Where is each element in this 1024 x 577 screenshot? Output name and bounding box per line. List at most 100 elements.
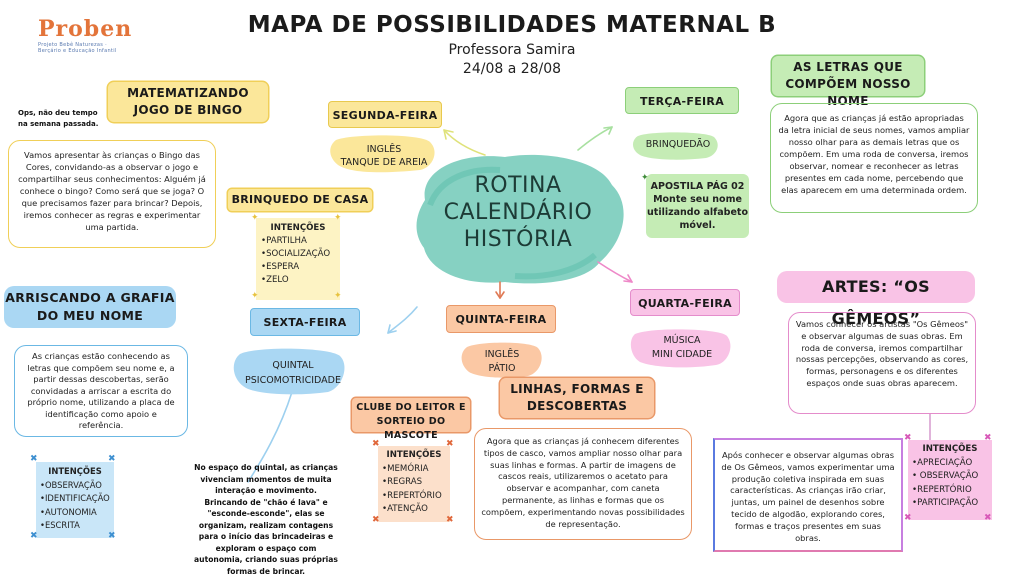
artes-production: Após conhecer e observar algumas obras d… [713, 438, 903, 552]
sparkle-icon: ✦ [251, 291, 259, 301]
sparkle-icon: ✖ [984, 513, 992, 523]
grafia-description: As crianças estão conhecendo as letras q… [14, 345, 188, 437]
artes-title: ARTES: “OS GÊMEOS” [777, 271, 975, 328]
sparkle-icon: ✦ [334, 213, 342, 223]
intention-item: •APRECIAÇÃO [912, 457, 973, 468]
logo-tagline: Projeto Bebê Naturezas · Berçário e Educ… [38, 42, 117, 54]
center-blob [416, 154, 624, 284]
wednesday-activity-line: MÚSICA [663, 335, 701, 346]
letras-title: AS LETRAS QUE COMPÕEM NOSSO NOME [772, 56, 924, 108]
linhas-title-line: LINHAS, FORMAS E [510, 382, 644, 396]
intention-item: •REPERTÓRIO [382, 490, 442, 501]
sparkle-icon: ✖ [108, 531, 116, 541]
friday-activity: QUINTAL PSICOMOTRICIDADE [238, 358, 348, 388]
intention-item: • OBSERVAÇÃO [912, 471, 979, 481]
apostila-line: móvel. [679, 220, 716, 231]
arrow-to-friday [387, 306, 418, 334]
grafia-title: ARRISCANDO A GRAFIA DO MEU NOME [4, 286, 176, 328]
clube-title-line: CLUBE DO LEITOR E [356, 402, 466, 413]
intention-item: •SOCIALIZAÇÃO [261, 249, 331, 259]
letras-title-line: AS LETRAS QUE [793, 60, 903, 74]
clube-title: CLUBE DO LEITOR E SORTEIO DO MASCOTE [352, 398, 470, 441]
quintal-note: No espaço do quintal, as crianças vivenc… [194, 463, 338, 576]
sparkle-icon: ✦ [641, 173, 649, 183]
date-range: 24/08 a 28/08 [462, 61, 562, 77]
intention-item: •REGRAS [382, 477, 423, 487]
thursday-activity-line: PÁTIO [488, 363, 516, 374]
tuesday-label: TERÇA-FEIRA [625, 87, 739, 114]
bingo-note: Ops, não deu tempo na semana passada. [18, 109, 99, 128]
sparkle-icon: ✖ [30, 531, 38, 541]
sparkle-icon: ✖ [446, 439, 454, 449]
intentions-label: INTENÇÕES [48, 466, 102, 476]
intention-item: •ESCRITA [40, 520, 80, 530]
monday-activity: INGLÊS TANQUE DE AREIA [334, 143, 434, 169]
grafia-title-line: ARRISCANDO A GRAFIA [5, 290, 175, 305]
thursday-label: QUINTA-FEIRA [446, 305, 556, 333]
tuesday-blob [632, 132, 718, 160]
intention-item: •PARTICIPAÇÃO [912, 498, 979, 508]
brinquedo-intentions: INTENÇÕES •PARTILHA •SOCIALIZAÇÃO •ESPER… [256, 218, 340, 300]
intentions-label: INTENÇÕES [270, 223, 326, 233]
intention-item: •REPERTÓRIO [912, 484, 972, 495]
monday-activity-line: INGLÊS [366, 144, 402, 155]
intention-item: •PARTILHA [261, 236, 307, 246]
center-line: ROTINA [474, 173, 562, 198]
monday-label: SEGUNDA-FEIRA [328, 101, 442, 128]
sparkle-icon: ✖ [984, 433, 992, 443]
sparkle-icon: ✦ [334, 291, 342, 301]
sparkle-icon: ✖ [904, 513, 912, 523]
sparkle-icon: ✖ [372, 515, 380, 525]
linhas-description: Agora que as crianças já conhecem difere… [474, 428, 692, 540]
intention-item: •ZELO [261, 275, 289, 285]
intention-item: •IDENTIFICAÇÃO [40, 493, 110, 503]
monday-blob [330, 135, 435, 173]
clube-title-line: SORTEIO DO MASCOTE [376, 416, 446, 441]
wednesday-label: QUARTA-FEIRA [630, 289, 740, 316]
sparkle-icon: ✖ [108, 454, 116, 464]
intention-item: •ATENÇÃO [382, 504, 428, 514]
friday-label: SEXTA-FEIRA [250, 308, 360, 336]
intention-item: •AUTONOMIA [40, 506, 97, 517]
bingo-title-line: MATEMATIZANDO [127, 86, 249, 100]
sparkle-icon: ✖ [446, 515, 454, 525]
letras-description: Agora que as crianças já estão apropriad… [770, 103, 978, 213]
grafia-intentions: INTENÇÕES •OBSERVAÇÃO •IDENTIFICAÇÃO •AU… [36, 462, 114, 538]
grafia-title-line: DO MEU NOME [36, 308, 144, 323]
sparkle-icon: ✖ [30, 454, 38, 464]
tuesday-apostila: APOSTILA PÁG 02 Monte seu nome utilizand… [646, 174, 749, 238]
bingo-title-line: JOGO DE BINGO [133, 103, 243, 117]
wednesday-blob [630, 329, 731, 368]
wednesday-activity-line: MINI CIDADE [651, 349, 713, 360]
intentions-label: INTENÇÕES [922, 444, 978, 454]
bingo-title: MATEMATIZANDO JOGO DE BINGO [108, 82, 268, 122]
sparkle-icon: ✖ [904, 433, 912, 443]
intention-item: •ESPERA [261, 262, 300, 272]
sparkle-icon: ✖ [372, 439, 380, 449]
friday-activity-line: QUINTAL [272, 360, 314, 371]
artes-description: Vamos conhecer os artistas "Os Gêmeos" e… [788, 312, 976, 414]
center-line: CALENDÁRIO [443, 200, 593, 225]
intention-item: •MEMÓRIA [382, 463, 429, 474]
tuesday-activity: BRINQUEDÃO [645, 139, 711, 150]
apostila-line: Monte seu nome [653, 194, 742, 205]
friday-activity-line: PSICOMOTRICIDADE [245, 375, 341, 386]
thursday-activity-line: INGLÊS [484, 349, 520, 360]
thursday-blob [461, 342, 542, 378]
monday-activity-line: TANQUE DE AREIA [340, 157, 428, 168]
brinquedo-title: BRINQUEDO DE CASA [228, 189, 372, 211]
letras-title-line: COMPÕEM NOSSO NOME [785, 77, 911, 108]
page-title: MAPA DE POSSIBILIDADES MATERNAL B [247, 12, 777, 38]
clube-intentions: INTENÇÕES •MEMÓRIA •REGRAS •REPERTÓRIO •… [378, 446, 450, 522]
apostila-line: APOSTILA PÁG 02 [650, 181, 745, 192]
logo-wordmark: Proben [38, 16, 133, 42]
arrow-to-tuesday [577, 126, 613, 151]
sparkle-icon: ✦ [251, 213, 259, 223]
arrow-to-wednesday [597, 261, 633, 283]
linhas-title: LINHAS, FORMAS E DESCOBERTAS [500, 378, 654, 418]
teacher-name: Professora Samira [448, 42, 576, 58]
apostila-line: utilizando alfabeto [647, 207, 748, 218]
linhas-title-line: DESCOBERTAS [526, 399, 628, 413]
wednesday-activity: MÚSICA MINI CIDADE [636, 334, 728, 362]
